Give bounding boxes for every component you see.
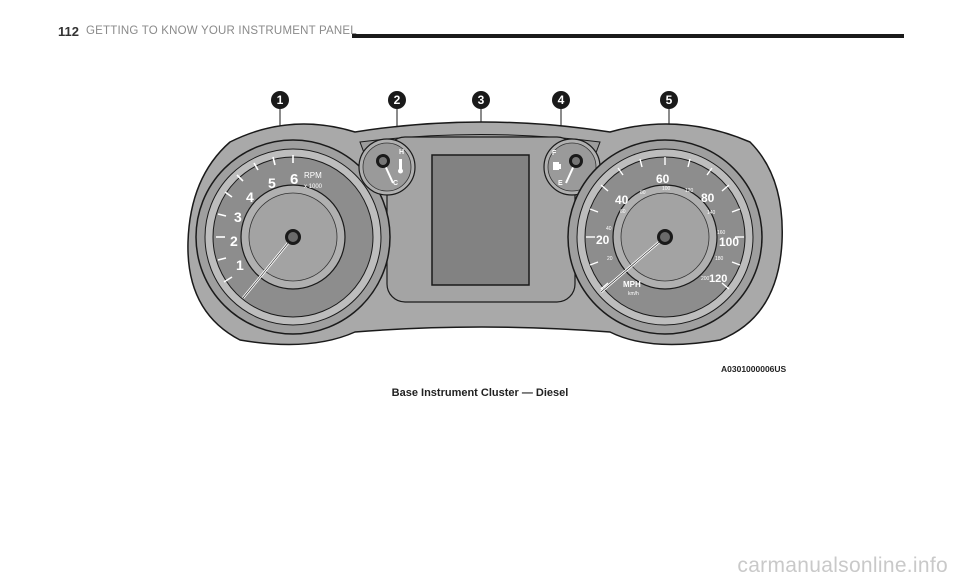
page-number: 112 xyxy=(58,24,79,39)
callout-4-label: 4 xyxy=(558,93,565,107)
page-header: 112 GETTING TO KNOW YOUR INSTRUMENT PANE… xyxy=(58,24,904,44)
speedometer: 20 40 60 80 100 120 20 40 60 80 100 120 … xyxy=(567,139,763,335)
tach-multiplier: x 1000 xyxy=(304,184,323,190)
temp-hot-label: H xyxy=(399,149,404,156)
temp-cold-label: C xyxy=(393,180,398,187)
temperature-gauge: H C xyxy=(358,138,416,196)
kmh-label-40: 40 xyxy=(606,226,612,232)
kmh-label-180: 180 xyxy=(715,256,724,262)
callout-5: 5 xyxy=(660,91,678,109)
instrument-cluster-figure: 1 2 3 4 5 6 RPM x 1000 H C F E xyxy=(187,91,783,346)
kmh-label-200: 200 xyxy=(701,276,710,282)
speed-label-80: 80 xyxy=(701,191,715,205)
callout-1-label: 1 xyxy=(277,93,284,107)
tach-label-1: 1 xyxy=(236,257,244,273)
fuel-full-label: F xyxy=(552,150,557,157)
kmh-label-120: 120 xyxy=(685,188,694,194)
tach-label-3: 3 xyxy=(234,209,242,225)
tach-unit: RPM xyxy=(304,171,322,180)
speed-label-120: 120 xyxy=(709,273,727,285)
center-display xyxy=(431,154,530,286)
callout-4: 4 xyxy=(552,91,570,109)
speed-sub-unit: km/h xyxy=(628,291,639,297)
kmh-label-60: 60 xyxy=(620,209,626,215)
callout-3: 3 xyxy=(472,91,490,109)
fuel-pump-icon xyxy=(553,162,561,170)
speed-unit: MPH xyxy=(623,280,641,289)
watermark: carmanualsonline.info xyxy=(737,554,948,577)
speed-label-40: 40 xyxy=(615,193,629,207)
kmh-label-140: 140 xyxy=(707,210,716,216)
callout-1: 1 xyxy=(271,91,289,109)
kmh-label-100: 100 xyxy=(662,186,671,192)
speed-label-100: 100 xyxy=(719,235,739,249)
callout-2: 2 xyxy=(388,91,406,109)
header-rule xyxy=(352,34,904,38)
speed-label-60: 60 xyxy=(656,172,670,186)
figure-caption: Base Instrument Cluster — Diesel xyxy=(391,387,569,399)
callout-2-label: 2 xyxy=(394,93,401,107)
tach-label-2: 2 xyxy=(230,233,238,249)
tachometer: 1 2 3 4 5 6 RPM x 1000 xyxy=(195,139,391,335)
fuel-empty-label: E xyxy=(558,180,563,187)
kmh-label-160: 160 xyxy=(717,230,726,236)
speed-label-20: 20 xyxy=(596,233,610,247)
tachometer-ticks xyxy=(216,155,294,283)
tach-label-5: 5 xyxy=(268,175,276,191)
figure-code: A0301000006US xyxy=(721,364,787,374)
kmh-label-80: 80 xyxy=(640,190,646,196)
kmh-label-20: 20 xyxy=(607,256,613,262)
tach-label-6: 6 xyxy=(290,171,298,188)
tach-label-4: 4 xyxy=(246,189,254,205)
callout-3-label: 3 xyxy=(478,93,485,107)
callout-5-label: 5 xyxy=(666,93,673,107)
speedometer-ticks xyxy=(586,157,744,290)
thermometer-icon xyxy=(398,159,403,174)
chapter-title: GETTING TO KNOW YOUR INSTRUMENT PANEL xyxy=(86,25,357,37)
